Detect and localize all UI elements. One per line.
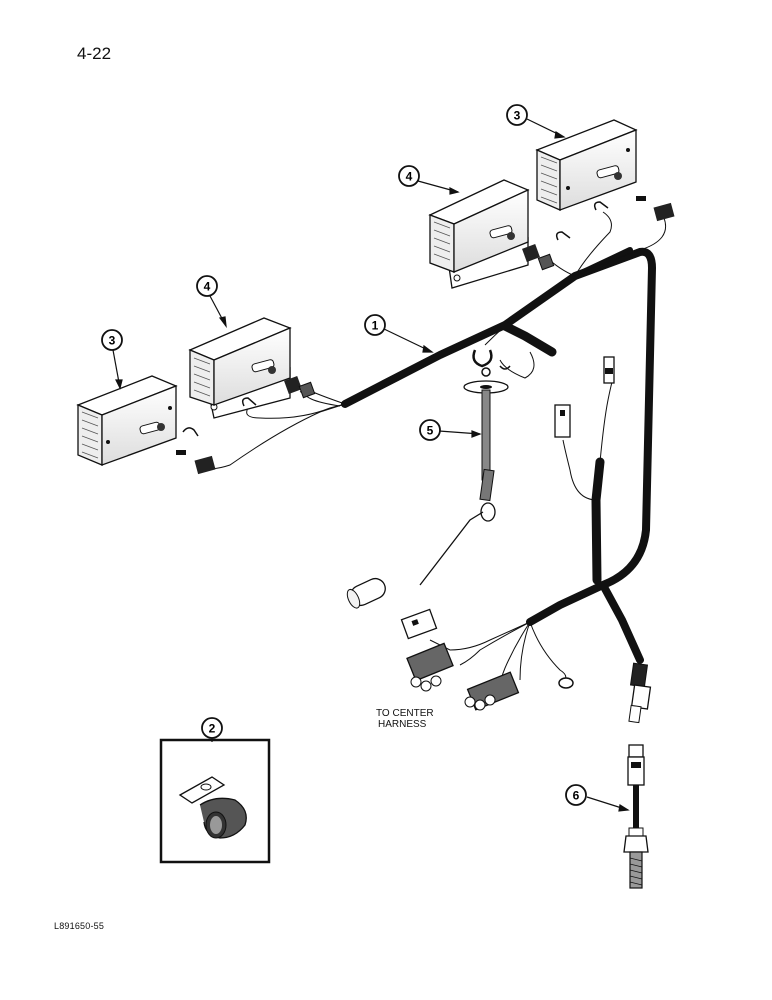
callout-1-label: 1 [372,319,379,333]
callout-5-label: 5 [427,424,434,438]
ground-terminal [472,349,493,368]
callout-3-right: 3 [506,104,528,126]
harness-end-plug [628,662,652,724]
callout-3-left-label: 3 [109,334,116,348]
callout-1: 1 [364,314,386,336]
callout-6-label: 6 [573,789,580,803]
ground-clip [499,365,511,370]
drawing-code: L891650-55 [54,921,105,931]
main-harness [341,247,656,664]
callout-3-right-label: 3 [514,109,521,123]
page-number: 4-22 [77,44,112,63]
callout-4-right-label: 4 [406,170,413,184]
pigtail-connector-upper-band [605,368,613,374]
fuel-sender-5 [346,380,509,609]
right-bullet-terminal [636,196,646,201]
callout-leaders [112,118,630,812]
callout-5: 5 [419,419,441,441]
right-ring-terminal-2 [555,231,571,241]
callout-4-left-label: 4 [204,280,211,294]
clamp-inset [159,738,271,864]
callout-6: 6 [565,784,587,806]
left-ring-terminal-2 [241,397,257,407]
right-lamp-3 [535,119,638,211]
sensor-6 [623,744,649,889]
right-lamp-4 [428,179,555,289]
left-lamp-4 [188,317,316,419]
note-line-2: HARNESS [378,719,427,730]
left-ring-terminal [182,427,199,437]
left-plug-connector [194,455,216,475]
callout-4-left: 4 [196,275,218,297]
ground-ring [481,367,491,377]
right-ring-terminal [593,201,609,211]
right-plug-connector [653,202,675,222]
pigtail-connector-lower-slot [560,410,565,416]
callout-2: 2 [201,717,223,739]
callout-3-left: 3 [101,329,123,351]
center-harness-note: TO CENTER HARNESS [376,708,434,730]
note-line-1: TO CENTER [376,708,434,719]
callout-2-label: 2 [209,722,216,736]
thin-leads [207,211,666,689]
left-bullet-terminal [176,450,186,455]
callout-4-right: 4 [398,165,420,187]
center-harness-connectors [400,608,574,711]
pigtail-connector-lower [554,404,571,438]
left-lamp-3 [76,375,178,466]
